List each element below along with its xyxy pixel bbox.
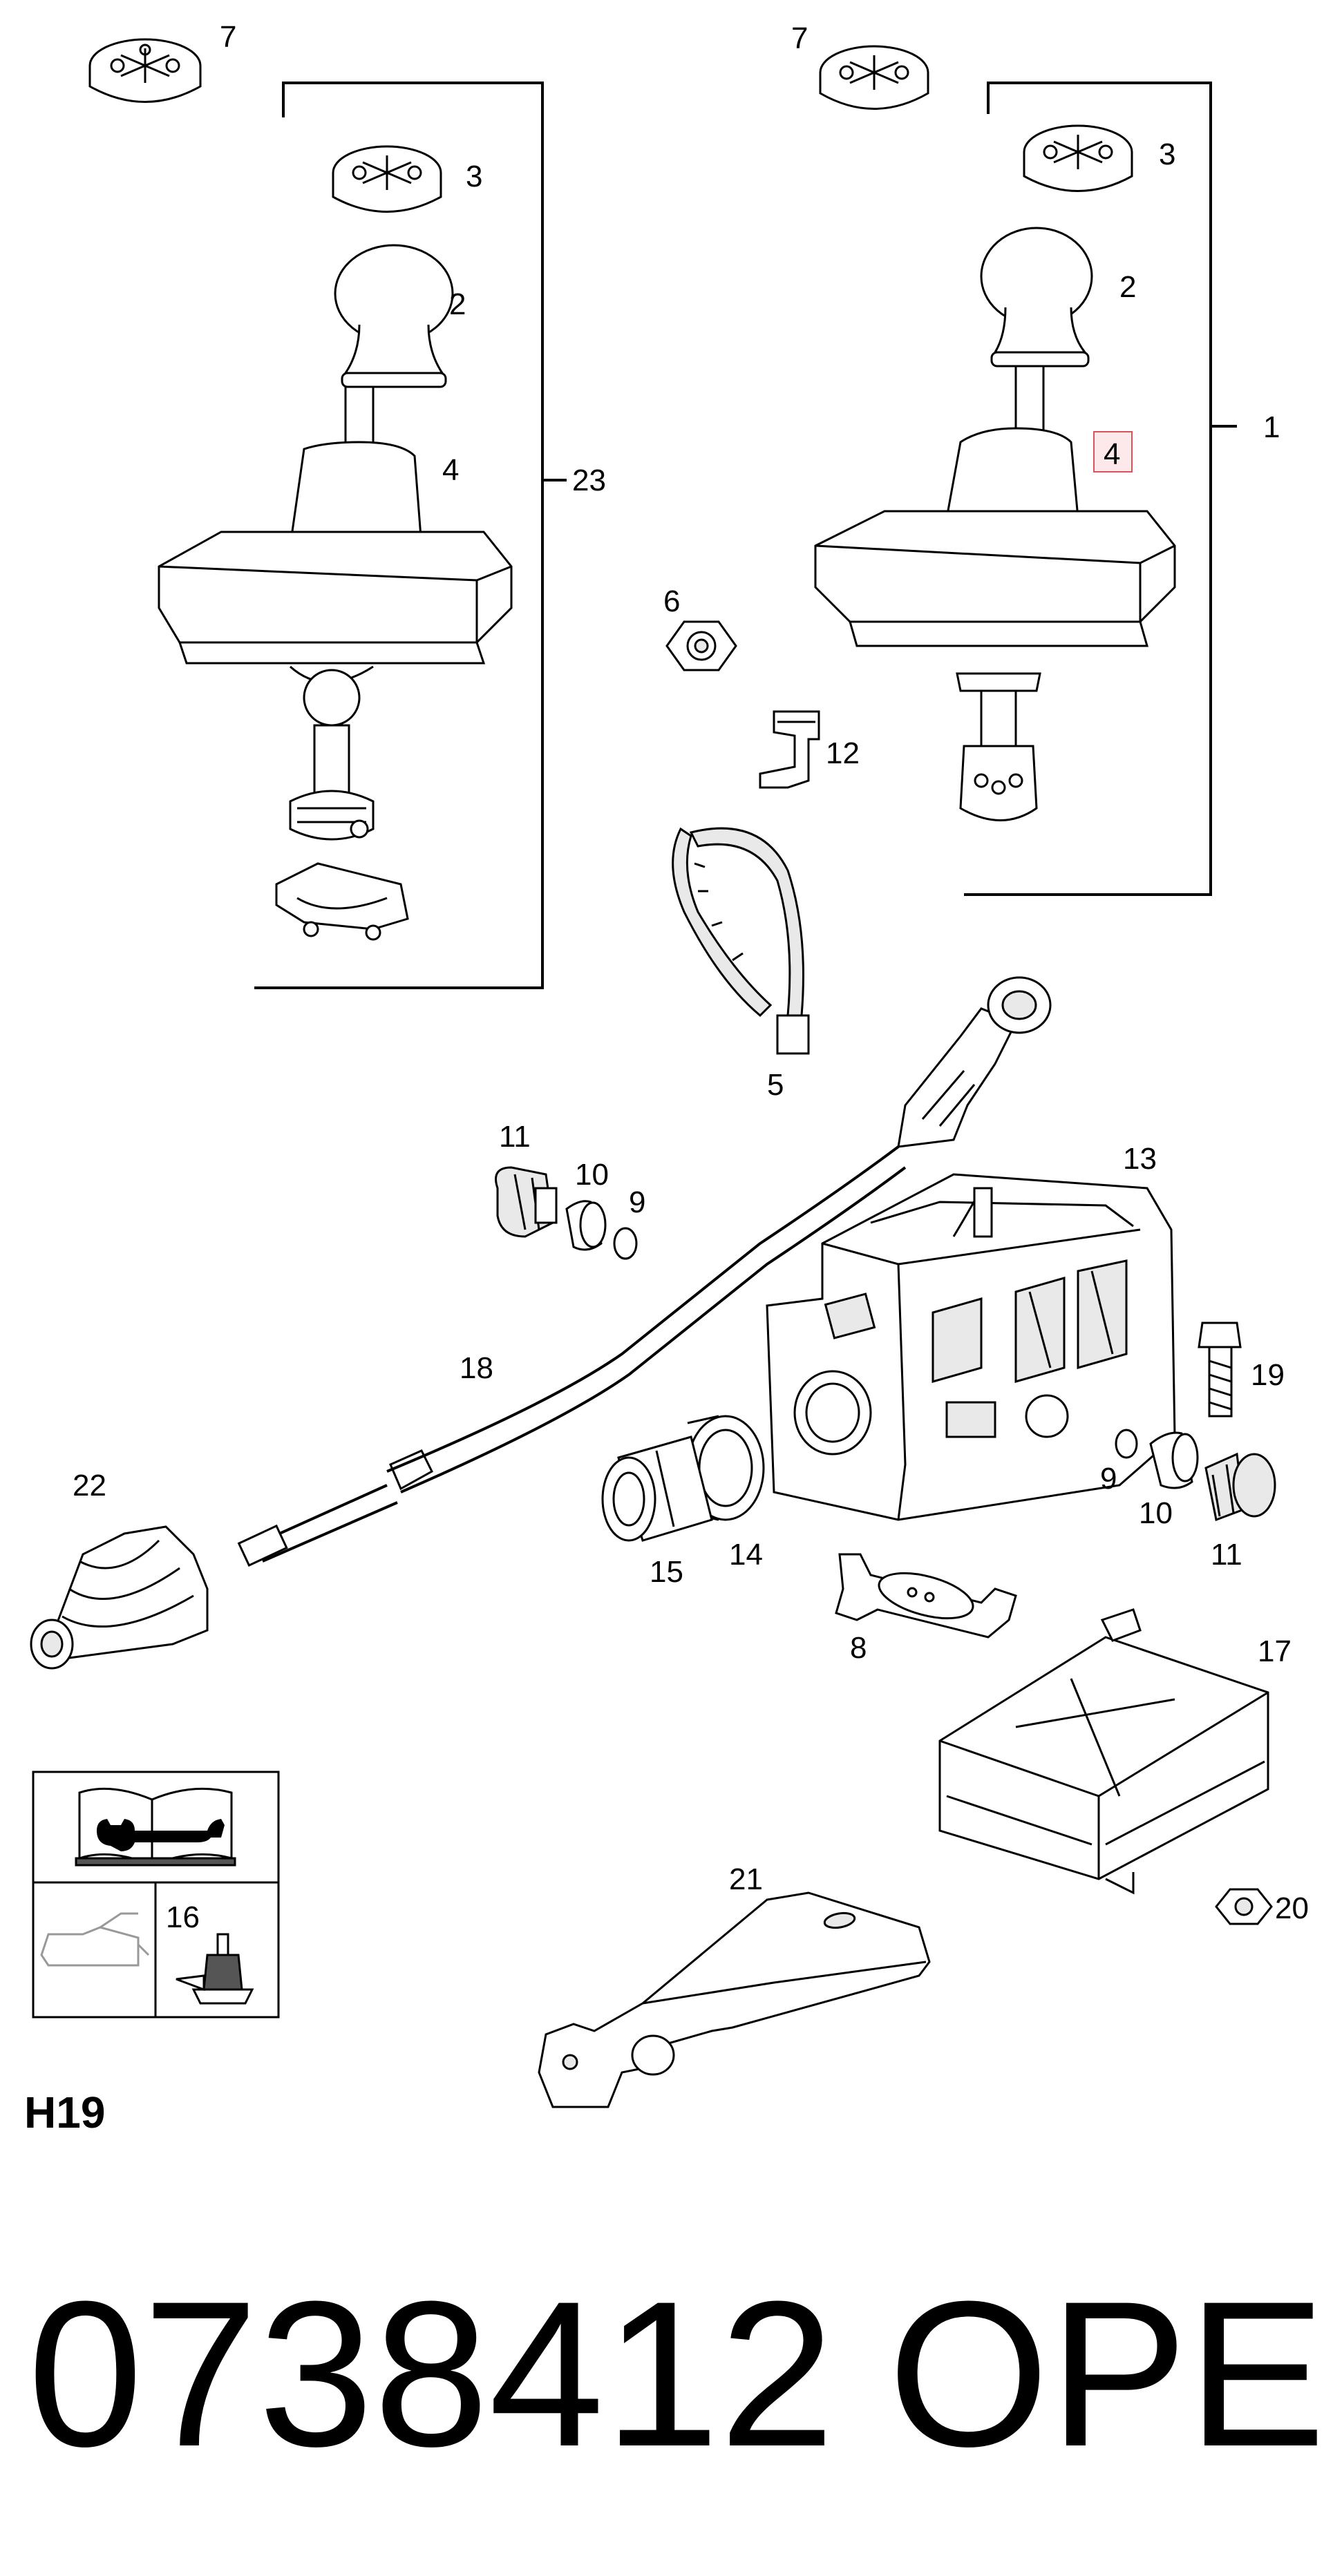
part-18-shift-cable[interactable] [237, 1145, 907, 1567]
callout-10-lower: 10 [1139, 1496, 1173, 1530]
callout-4-right: 4 [1104, 437, 1120, 471]
callout-16: 16 [166, 1900, 200, 1934]
callout-10-upper: 10 [575, 1158, 609, 1192]
highlight-box-4 [1093, 431, 1133, 473]
callout-2-left: 2 [449, 287, 466, 321]
callout-1: 1 [1263, 410, 1280, 444]
callout-5: 5 [767, 1068, 784, 1102]
brand-name: OPEL [888, 2258, 1324, 2490]
part-3-left-cap[interactable] [332, 145, 442, 213]
callout-11-upper: 11 [499, 1120, 531, 1154]
part-13-housing[interactable] [766, 1173, 1176, 1521]
part-17-tray[interactable] [938, 1608, 1269, 1895]
part-3-right-cap[interactable] [1023, 124, 1133, 192]
callout-15: 15 [650, 1555, 683, 1589]
part-16-tube-icon [176, 1933, 254, 2005]
part-4-right-boot[interactable] [814, 365, 1176, 821]
bracket-23 [254, 82, 544, 989]
callout-9-upper: 9 [629, 1185, 645, 1219]
callout-23: 23 [572, 464, 606, 497]
part-12-clip[interactable] [759, 710, 820, 789]
callout-18: 18 [460, 1351, 493, 1385]
callout-7-right: 7 [791, 21, 808, 55]
callout-8: 8 [850, 1631, 867, 1665]
part-number: 0738412 [28, 2258, 835, 2490]
part-11-upper[interactable] [495, 1166, 558, 1238]
part-2-right-knob[interactable] [980, 227, 1093, 368]
part-5-cable-tie[interactable] [672, 827, 810, 1055]
callout-14: 14 [729, 1538, 763, 1572]
callout-7-left: 7 [220, 20, 236, 54]
part-8-connector[interactable] [835, 1553, 1017, 1639]
manual-wrench-icon [75, 1787, 236, 1867]
callout-3-right: 3 [1159, 137, 1175, 171]
callout-17: 17 [1258, 1634, 1292, 1668]
callout-13: 13 [1123, 1142, 1157, 1176]
part-9-upper[interactable] [613, 1227, 638, 1260]
callout-11-lower: 11 [1211, 1538, 1242, 1572]
callout-3-left: 3 [466, 160, 482, 193]
part-4-left-boot[interactable] [158, 385, 513, 841]
bracket-1 [964, 82, 1212, 896]
callout-19: 19 [1251, 1358, 1285, 1392]
part-18-cable-lever[interactable] [897, 976, 1052, 1148]
part-15-bush[interactable] [601, 1435, 713, 1542]
callout-4-left: 4 [442, 453, 459, 487]
part-9-lower[interactable] [1115, 1429, 1138, 1459]
part-10-lower[interactable] [1149, 1431, 1199, 1489]
part-22-boot[interactable] [30, 1525, 209, 1670]
part-21-bracket[interactable] [538, 1891, 931, 2108]
service-info-box [32, 1771, 280, 2019]
part-20-nut[interactable] [1215, 1888, 1273, 1925]
callout-9-lower: 9 [1100, 1462, 1117, 1496]
callout-6: 6 [663, 584, 680, 618]
oil-can-icon [40, 1912, 150, 1967]
part-7-right-cap[interactable] [819, 45, 929, 110]
group-code: H19 [24, 2088, 105, 2137]
part-2-left-knob[interactable] [334, 244, 454, 388]
callout-2-right: 2 [1119, 270, 1136, 304]
callout-21: 21 [729, 1862, 763, 1896]
part-19-bolt[interactable] [1198, 1322, 1242, 1418]
part-11-lower[interactable] [1204, 1452, 1276, 1522]
callout-12: 12 [826, 736, 860, 770]
part-7-left-cap[interactable] [88, 38, 202, 103]
part-retainer-left[interactable] [275, 862, 409, 941]
part-10-upper[interactable] [565, 1200, 607, 1251]
callout-22: 22 [73, 1469, 106, 1502]
part-6-nut[interactable] [665, 620, 737, 671]
part-14-ring[interactable] [686, 1415, 765, 1521]
callout-20: 20 [1275, 1891, 1309, 1925]
